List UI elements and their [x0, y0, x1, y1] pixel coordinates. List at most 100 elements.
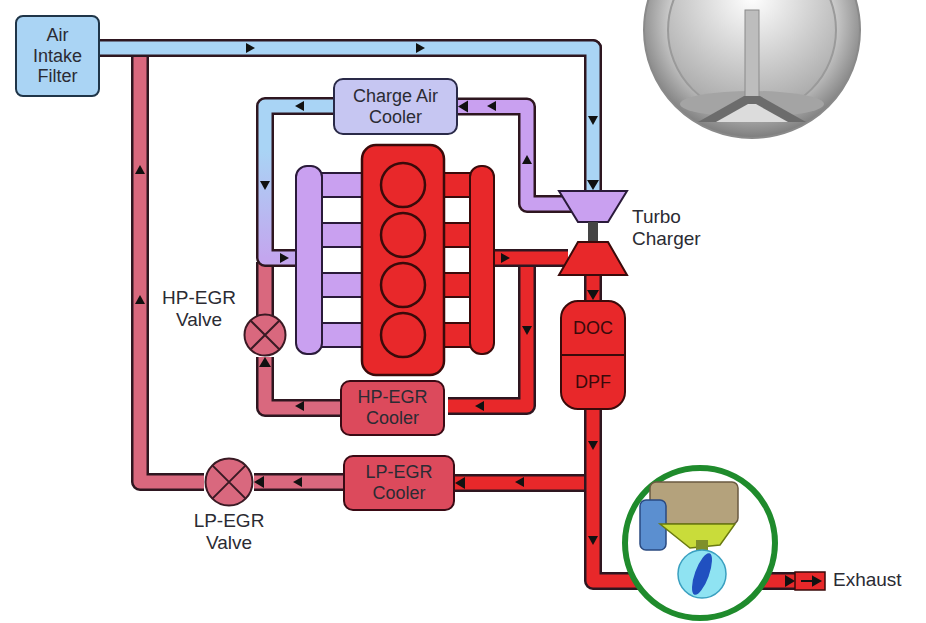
pipe-connector [98, 48, 599, 190]
cylinder [381, 263, 425, 307]
pipe-connector [458, 101, 574, 205]
exhaust-outlet-shape [795, 572, 825, 590]
cylinder [381, 163, 425, 357]
egr-valve-shape [204, 457, 254, 507]
pipe-connector [140, 48, 599, 482]
flow-arrow [135, 43, 598, 545]
arrowhead [785, 575, 795, 587]
cylinder [381, 213, 425, 257]
flow-arrow [260, 181, 270, 190]
flow-arrow [515, 477, 524, 487]
intake-manifold [296, 166, 322, 354]
egr-valve-shape [243, 313, 287, 357]
valve-cross [251, 321, 280, 350]
component-label: HP-EGR Valve [159, 287, 239, 331]
actuator-callout [678, 550, 726, 598]
flow-arrow [293, 477, 302, 487]
pipe-outline [254, 473, 343, 491]
pipe-connector [455, 404, 593, 489]
flow-arrow [522, 155, 532, 164]
pipe-connector [259, 357, 340, 408]
box-label: Air Intake Filter [23, 25, 92, 87]
flow-arrow [522, 326, 532, 335]
engine-block [362, 145, 444, 375]
egr-valve: LP-EGR Valve [204, 457, 254, 507]
intake-manifold [296, 166, 370, 354]
box-label: DOC [562, 302, 624, 354]
flow-arrow [501, 253, 510, 263]
turbocharger-shape [558, 190, 628, 276]
valve-photo [698, 96, 806, 122]
flow-arrow [246, 43, 255, 53]
box-label: Charge Air Cooler [341, 86, 450, 127]
flow-arrow [475, 401, 484, 411]
compressor [559, 191, 627, 222]
pipe-outline [98, 48, 593, 190]
egr-pipe [256, 262, 274, 316]
arrowhead [458, 101, 468, 113]
box-label: HP-EGR Cooler [348, 387, 437, 428]
actuator-callout [625, 468, 775, 618]
turbo-shaft [588, 222, 598, 242]
aftertreatment-unit: DOCDPF [560, 300, 626, 410]
arrowhead [259, 357, 271, 367]
pipe-outline [455, 404, 593, 483]
component-label: LP-EGR Valve [187, 510, 271, 554]
cylinder [381, 163, 425, 207]
egr-valve: HP-EGR Valve [243, 313, 287, 357]
component-label: Turbo Charger [632, 206, 724, 250]
flow-arrow [295, 101, 304, 111]
arrowhead [587, 290, 599, 300]
valve-photo [745, 10, 759, 102]
flow-arrow [280, 253, 289, 263]
box-label: LP-EGR Cooler [351, 462, 447, 503]
actuator-callout [688, 551, 716, 597]
pipe-fill [458, 107, 574, 205]
valve-symbol [206, 459, 253, 506]
egr-pipe [259, 262, 272, 316]
turbocharger: Turbo Charger [558, 190, 628, 276]
arrowhead [455, 477, 465, 489]
turbine [559, 242, 627, 275]
cooler-box: Charge Air Cooler [333, 78, 458, 135]
filter-box: Air Intake Filter [15, 15, 100, 97]
exhaust-outlet: Exhaust [795, 572, 825, 590]
pipe-fill [455, 404, 593, 483]
flow-arrow [416, 43, 425, 53]
flow-arrow [135, 295, 145, 304]
flow-arrow [588, 441, 598, 450]
pipe-outline [265, 357, 340, 408]
cooler-box: LP-EGR Cooler [343, 455, 455, 511]
pipe-fill [98, 48, 593, 190]
engine-block [362, 145, 444, 375]
pipe-fill [254, 476, 343, 489]
valve-photo [644, 0, 860, 138]
component-label: Exhaust [833, 569, 902, 591]
valve-photo [716, 104, 788, 122]
exhaust-manifold [470, 166, 494, 354]
cylinder [381, 313, 425, 357]
flow-arrow [295, 401, 304, 411]
valve-symbol [245, 315, 286, 356]
outlet-pipe [795, 572, 825, 590]
actuator-callout [625, 468, 775, 618]
pipe-outline [140, 48, 593, 482]
flow-arrow [588, 536, 598, 545]
pipe-outline [458, 107, 574, 205]
flow-arrow [801, 577, 820, 585]
box-label: DPF [562, 354, 624, 408]
flow-arrow [135, 165, 145, 174]
pipe-fill [140, 48, 593, 482]
cooler-box: HP-EGR Cooler [340, 380, 445, 436]
arrowhead [254, 476, 264, 488]
flow-arrow [487, 101, 496, 111]
valve-cross [212, 465, 245, 498]
valve-photo [644, 0, 860, 138]
arrowhead [587, 180, 599, 190]
flow-arrow [588, 116, 598, 125]
pipe-connector [254, 476, 343, 488]
pipe-fill [265, 357, 340, 408]
